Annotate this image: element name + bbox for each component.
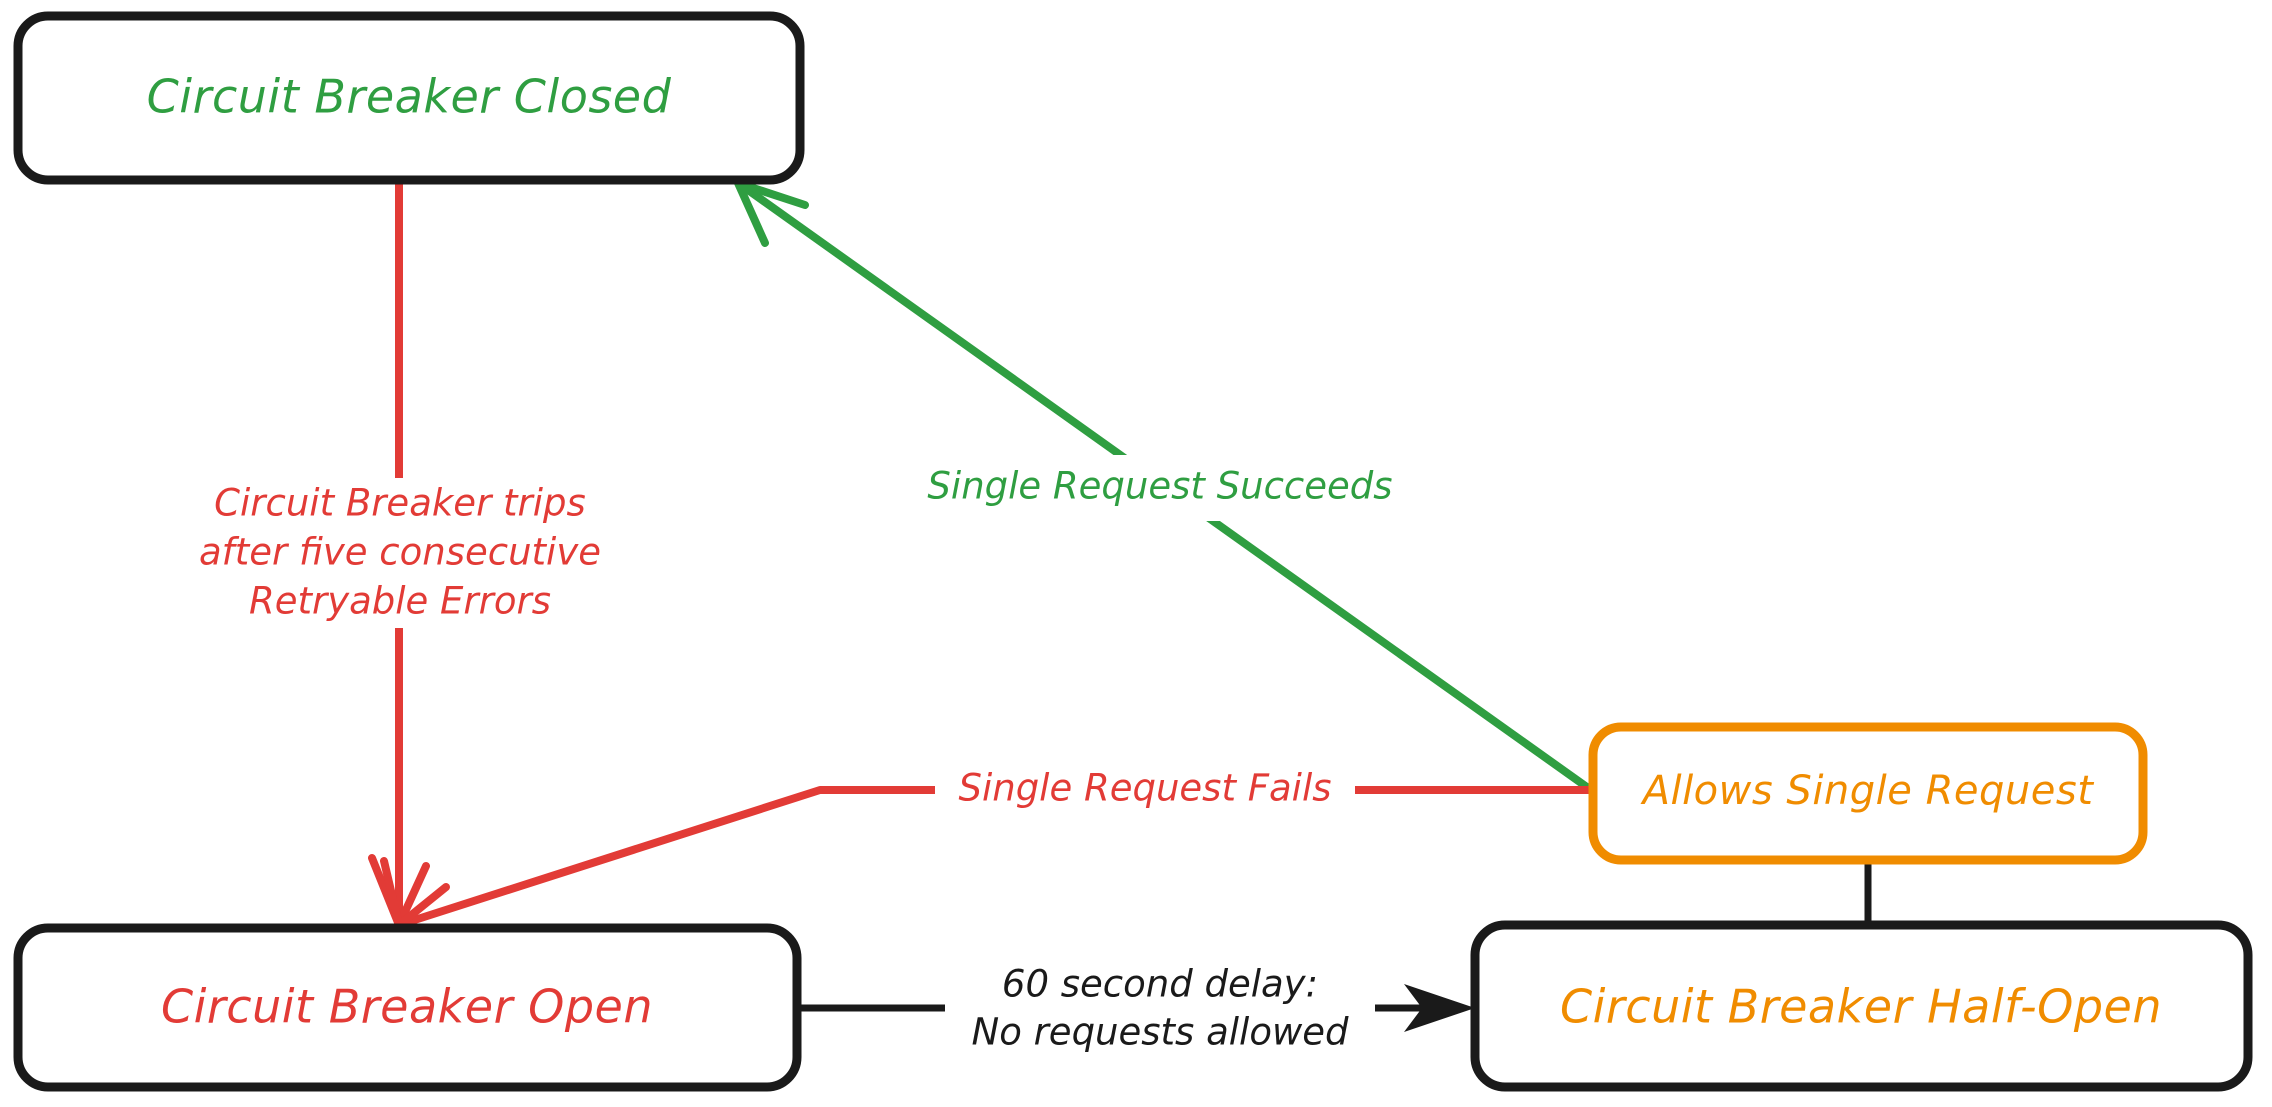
node-circuit-breaker-closed-box[interactable] bbox=[13, 11, 805, 185]
node-circuit-breaker-open-label: Circuit Breaker Open bbox=[161, 980, 653, 1034]
edge-label-allows-to-closed: Single Request Succeeds bbox=[908, 455, 1398, 521]
node-allows-single-request-box[interactable] bbox=[1588, 722, 2148, 865]
edge-label-open-to-halfopen-backing bbox=[945, 960, 1375, 1070]
edge-label-closed-to-open: Circuit Breaker trips after five consecu… bbox=[175, 478, 625, 628]
edge-label-allows-to-open-backing bbox=[935, 760, 1355, 820]
edge-label-allows-to-open: Single Request Fails bbox=[935, 760, 1355, 820]
edge-label-open-to-halfopen-line-2: No requests allowed bbox=[972, 1011, 1349, 1054]
edge-label-closed-to-open-line-1: Circuit Breaker trips bbox=[214, 482, 586, 525]
node-allows-single-request-label: Allows Single Request bbox=[1640, 768, 2095, 814]
edge-label-closed-to-open-line-3: Retryable Errors bbox=[249, 580, 551, 623]
node-circuit-breaker-open[interactable]: Circuit Breaker Open bbox=[13, 923, 802, 1092]
edge-label-open-to-halfopen-line-1: 60 second delay: bbox=[1002, 963, 1318, 1006]
node-circuit-breaker-half-open-label: Circuit Breaker Half-Open bbox=[1560, 980, 2162, 1034]
node-circuit-breaker-half-open[interactable]: Circuit Breaker Half-Open bbox=[1470, 920, 2253, 1092]
node-circuit-breaker-closed-label: Circuit Breaker Closed bbox=[147, 70, 672, 124]
node-circuit-breaker-open-box[interactable] bbox=[13, 923, 802, 1092]
edge-label-closed-to-open-line-2: after five consecutive bbox=[199, 531, 601, 574]
edge-label-allows-to-open-text: Single Request Fails bbox=[958, 767, 1331, 810]
node-circuit-breaker-closed[interactable]: Circuit Breaker Closed bbox=[13, 11, 805, 185]
edge-open-to-halfopen-arrowhead bbox=[1404, 984, 1475, 1032]
edge-label-allows-to-closed-text: Single Request Succeeds bbox=[927, 465, 1392, 508]
edge-label-closed-to-open-backing bbox=[175, 478, 625, 628]
node-circuit-breaker-half-open-box[interactable] bbox=[1470, 920, 2253, 1092]
node-allows-single-request[interactable]: Allows Single Request bbox=[1588, 722, 2148, 865]
edge-label-allows-to-closed-backing bbox=[908, 455, 1398, 521]
edge-label-open-to-halfopen: 60 second delay: No requests allowed bbox=[945, 960, 1375, 1070]
